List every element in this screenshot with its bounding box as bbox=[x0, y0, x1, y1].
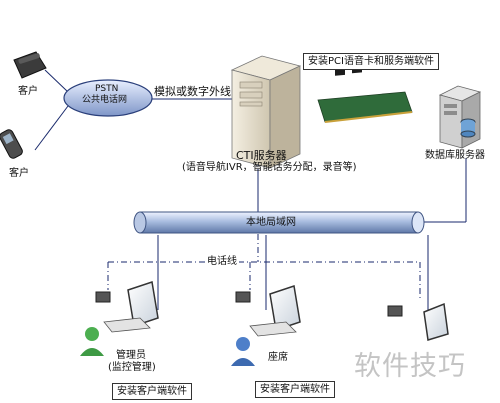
customer-top-label: 客户 bbox=[18, 86, 38, 97]
workstation-manager bbox=[95, 281, 159, 333]
lan-pipe bbox=[133, 211, 425, 234]
seat-avatar-icon bbox=[231, 337, 255, 366]
connection-lines bbox=[34, 69, 467, 310]
client-software-box-1: 安装客户端软件 bbox=[112, 383, 192, 400]
cti-server-label: CTI服务器 bbox=[236, 149, 287, 162]
pstn-label-2: 公共电话网 bbox=[82, 95, 128, 105]
phone-line-label: 电话线 bbox=[205, 256, 239, 268]
client-software-box-2: 安装客户端软件 bbox=[255, 381, 335, 398]
pci-callout-box: 安装PCI语音卡和服务端软件 bbox=[303, 53, 439, 70]
cti-description: (语音导航IVR，智能话务分配，录音等) bbox=[182, 162, 357, 173]
seat-label: 座席 bbox=[268, 352, 288, 363]
watermark: 软件技巧 bbox=[354, 351, 466, 382]
manager-label-2: (监控管理) bbox=[108, 362, 156, 373]
customer-phone-icon bbox=[13, 51, 47, 79]
manager-label-1: 管理员 bbox=[116, 350, 146, 361]
manager-avatar-icon bbox=[80, 327, 104, 356]
customer-mobile-icon bbox=[0, 129, 23, 159]
workstation-seat bbox=[235, 285, 301, 337]
cti-server-icon bbox=[230, 55, 302, 169]
database-server-icon bbox=[438, 85, 482, 149]
customer-bottom-label: 客户 bbox=[9, 168, 29, 179]
workstation-right bbox=[387, 302, 449, 341]
trunk-label: 模拟或数字外线 bbox=[154, 85, 231, 98]
db-server-label: 数据库服务器 bbox=[425, 150, 485, 161]
pstn-label-1: PSTN bbox=[95, 84, 119, 94]
pstn-cloud bbox=[63, 79, 153, 117]
lan-label: 本地局域网 bbox=[246, 217, 296, 228]
